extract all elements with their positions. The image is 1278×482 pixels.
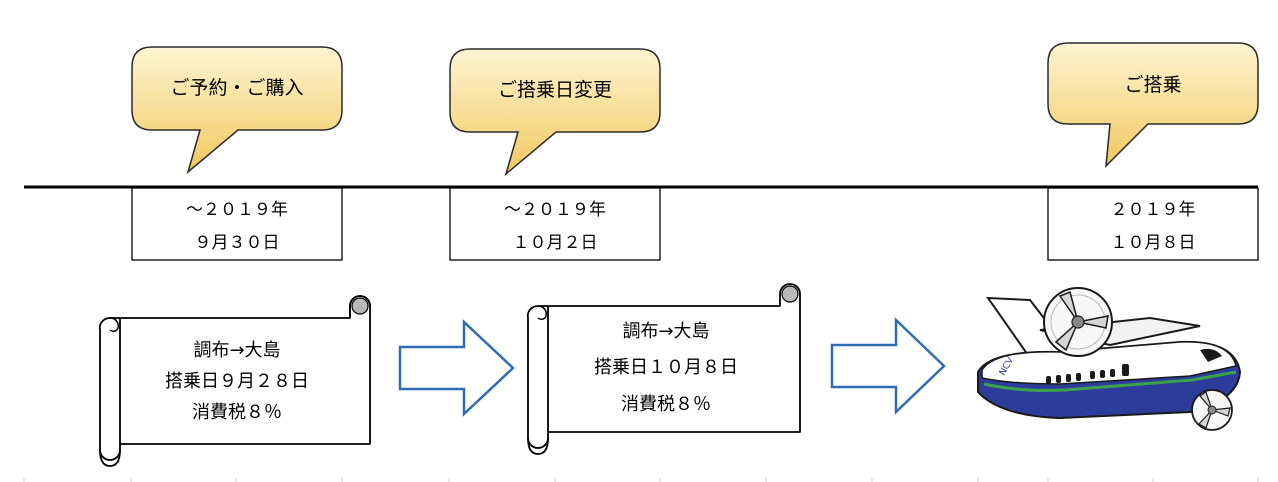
callout-label: ご搭乗 xyxy=(1124,74,1181,96)
date-line-2: １０月８日 xyxy=(1111,233,1196,253)
ticket-route: 調布→大島 xyxy=(193,340,280,361)
callout-bubble xyxy=(1047,42,1259,169)
callout-label: ご予約・ご購入 xyxy=(170,77,303,99)
callout-label: ご搭乗日変更 xyxy=(498,79,612,101)
date-line-1: ２０１９年 xyxy=(1111,200,1196,220)
date-box-1: ～２０１９年 ９月３０日 xyxy=(131,187,343,261)
ticket-route: 調布→大島 xyxy=(622,321,709,342)
bottom-ticks xyxy=(23,478,1259,482)
callout-date-change: ご搭乗日変更 xyxy=(449,48,661,177)
date-box-2: ～２０１９年 １０月２日 xyxy=(449,187,661,261)
airplane-icon: NCV xyxy=(977,287,1242,431)
right-arrow-icon xyxy=(830,317,946,415)
callout-boarding: ご搭乗 xyxy=(1047,42,1259,169)
date-line-2: １０月２日 xyxy=(513,233,598,253)
ticket-scroll-2: 調布→大島 搭乗日１０月８日 消費税８％ xyxy=(526,283,801,455)
ticket-tax: 消費税８％ xyxy=(192,402,282,423)
date-line-1: ～２０１９年 xyxy=(504,200,606,220)
ticket-scroll-1: 調布→大島 搭乗日９月２８日 消費税８％ xyxy=(98,295,371,467)
ticket-boarding-date: 搭乗日１０月８日 xyxy=(594,357,738,378)
callout-reservation: ご予約・ご購入 xyxy=(131,46,343,175)
scroll-curl xyxy=(781,285,799,303)
ticket-boarding-date: 搭乗日９月２８日 xyxy=(165,371,309,392)
callout-bubble xyxy=(131,46,343,175)
scroll-curl xyxy=(351,297,369,315)
right-arrow-icon xyxy=(398,319,515,417)
callout-bubble xyxy=(449,48,661,177)
date-line-1: ～２０１９年 xyxy=(186,200,288,220)
date-box-3: ２０１９年 １０月８日 xyxy=(1047,187,1259,261)
date-line-2: ９月３０日 xyxy=(195,233,280,253)
ticket-tax: 消費税８％ xyxy=(621,394,711,415)
